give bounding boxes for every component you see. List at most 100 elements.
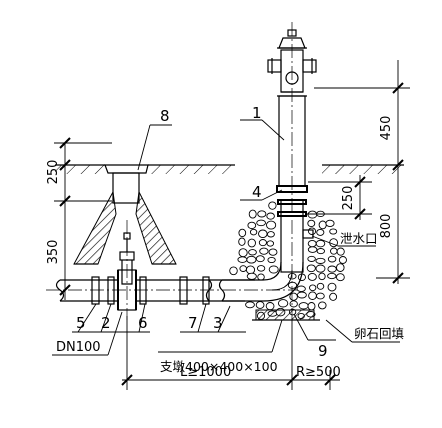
gravel-stone [287,281,298,289]
gravel-stone [329,228,338,235]
drain-outlet [302,229,314,239]
valve-well [73,164,177,265]
gravel-backfill-label: 卵石回填 [354,326,404,341]
gravel-stone [246,272,257,280]
gravel-stone [316,228,325,236]
gravel-stone [257,210,267,218]
gravel-stone [318,301,327,310]
gravel-stone [318,272,326,281]
gravel-stone [296,285,306,293]
gravel-stone [268,248,278,256]
dim-right-800: 800 [379,214,394,239]
gravel-stone [307,219,316,228]
gravel-stone [256,219,266,227]
gravel-stone [325,219,335,228]
gravel-stone [309,284,317,292]
callout-9: 9 [318,342,328,360]
support-block-label: 支墩400×400×100 [160,359,278,374]
gravel-backfill [229,201,347,320]
support-block [252,309,320,321]
gravel-stone [307,302,316,311]
gravel-stone [255,255,265,263]
callout-1: 1 [252,104,262,122]
gravel-stone [316,248,325,255]
dim-left-250: 250 [46,160,61,185]
callout-8: 8 [160,107,170,125]
ground-surface [55,164,404,174]
gravel-stone [289,300,298,308]
gravel-stone [247,221,257,230]
dim-bottom-L: L≥1000 [180,365,231,380]
gravel-stone [296,291,307,299]
callout-3: 3 [213,314,223,332]
gravel-stone [245,301,255,309]
callout-2: 2 [101,314,111,332]
text-labels: 1 4 8 5 2 6 7 3 9 DN100 支墩400×400×100 泄水… [46,104,404,380]
gravel-stone [268,265,279,274]
gravel-stone [307,210,318,219]
gravel-stone [257,273,265,281]
gravel-stone [307,246,318,253]
gravel-stone [266,240,275,247]
gravel-stone [306,264,316,273]
gravel-stone [239,265,247,272]
gravel-stone [247,238,256,248]
gravel-stone [238,228,247,238]
gravel-stone [237,256,248,263]
callout-7: 7 [188,314,198,332]
gravel-stone [259,247,269,255]
gravel-stone [307,239,317,248]
gravel-stone [336,247,345,256]
gravel-stone [229,266,238,276]
gravel-stone [238,237,246,246]
dim-right-450: 450 [379,116,394,141]
gravel-stone [336,263,345,272]
gravel-stone [327,265,337,273]
dim-right-250: 250 [341,186,356,211]
callout-5: 5 [76,314,86,332]
gravel-stone [265,302,275,311]
gravel-stone [318,220,327,230]
gravel-stone [266,212,275,220]
gravel-stone [258,239,267,247]
gravel-stone [268,201,277,210]
gravel-stone [256,265,266,272]
gravel-stone [249,228,258,236]
gravel-stone [315,239,326,248]
dim-bottom-R: R≥500 [296,365,341,380]
gravel-stone [307,272,317,281]
pipe-size-label: DN100 [56,340,101,355]
gravel-stone [307,255,316,262]
dim-left-350: 350 [46,240,61,265]
gravel-stone [307,227,317,235]
gravel-stone [308,291,317,300]
gravel-stone [255,301,265,309]
gravel-stone [338,256,347,264]
gravel-stone [316,292,325,300]
gravel-stone [277,299,289,308]
gravel-stone [315,257,326,264]
gravel-stone [327,282,337,292]
leader-lines [52,119,400,356]
dimension-lines [54,60,410,390]
gravel-stone [289,292,298,301]
gravel-stone [266,231,275,238]
gravel-stone [266,220,277,230]
gravel-stone [327,272,337,280]
gravel-stone [336,273,345,282]
callout-6: 6 [138,314,148,332]
gravel-stone [248,209,257,219]
drain-outlet-label: 泄水口 [340,231,378,246]
gravel-stone [267,256,276,264]
gravel-stone [327,255,337,263]
gravel-stone [316,282,325,290]
gravel-stone [298,302,309,310]
gravel-stone [246,255,257,264]
gravel-stone [315,264,326,273]
gravel-stone [248,249,257,256]
gravel-stone [245,265,256,275]
gravel-stone [329,292,338,301]
gravel-stone [258,229,268,239]
gate-valve [117,220,137,320]
